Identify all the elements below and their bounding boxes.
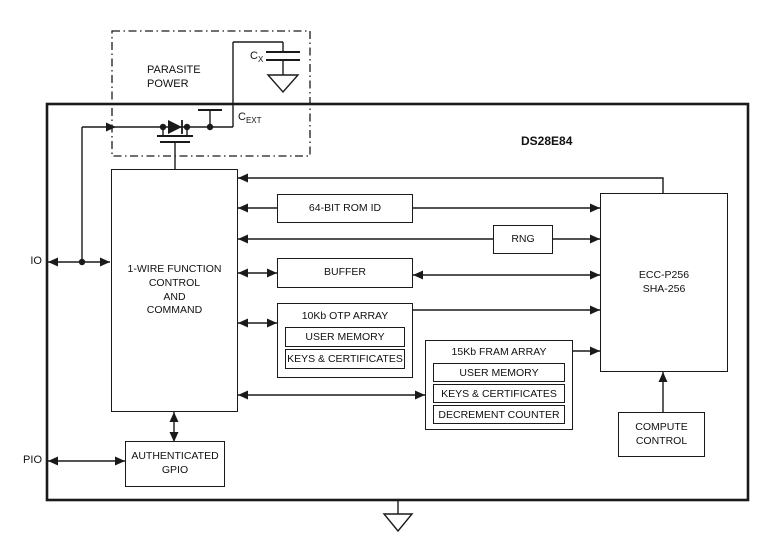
- cx-branch-wire: [232, 41, 283, 127]
- io-wire: [48, 127, 110, 267]
- pio-pin-label: PIO: [23, 454, 42, 466]
- rng-wire: [238, 234, 600, 244]
- diode-icon: [159, 120, 191, 134]
- io-pin-label: IO: [30, 255, 42, 267]
- block-onewire-function-control: 1-WIRE FUNCTION CONTROL AND COMMAND: [111, 169, 238, 412]
- fram-user-memory: USER MEMORY: [433, 363, 565, 382]
- block-buffer: BUFFER: [277, 258, 413, 288]
- parasite-power-boundary: [111, 30, 311, 157]
- block-rom-id: 64-BIT ROM ID: [277, 194, 413, 223]
- mosfet-icon: [157, 127, 193, 169]
- ground-icon-bottom: [382, 500, 414, 533]
- cext-cap-base: C: [238, 111, 246, 123]
- chip-name: DS28E84: [521, 134, 573, 148]
- cext-cap-label: CEXT: [238, 111, 262, 125]
- cx-cap-label: CX: [250, 50, 263, 64]
- cx-cap-base: C: [250, 50, 258, 62]
- buffer-wire: [238, 268, 600, 280]
- otp-user-memory: USER MEMORY: [285, 327, 405, 347]
- otp-array-title: 10Kb OTP ARRAY: [301, 309, 389, 322]
- ground-icon-cx: [266, 74, 300, 94]
- capacitor-cx-icon: [266, 42, 300, 75]
- rom-id-wire: [238, 203, 600, 213]
- block-compute-control: COMPUTE CONTROL: [618, 412, 705, 457]
- block-authenticated-gpio: AUTHENTICATED GPIO: [125, 441, 225, 487]
- block-rng: RNG: [493, 225, 553, 254]
- cext-cap-sub: EXT: [245, 116, 262, 126]
- fram-wire: [238, 346, 600, 400]
- parasite-power-label: PARASITE POWER: [147, 64, 201, 90]
- otp-wire: [238, 305, 600, 328]
- otp-keys-certificates: KEYS & CERTIFICATES: [285, 349, 405, 369]
- pio-wire: [48, 456, 125, 466]
- block-ecc-sha: ECC-P256 SHA-256: [600, 193, 728, 372]
- fram-decrement-counter: DECREMENT COUNTER: [433, 405, 565, 424]
- compute-control-wire: [658, 372, 668, 412]
- capacitor-cext-icon: [198, 109, 222, 131]
- block-otp-array: 10Kb OTP ARRAY USER MEMORY KEYS & CERTIF…: [277, 303, 413, 378]
- ecc-feedback-wire: [238, 173, 664, 193]
- fram-array-title: 15Kb FRAM ARRAY: [451, 346, 547, 358]
- fram-keys-certificates: KEYS & CERTIFICATES: [433, 384, 565, 403]
- cx-cap-sub: X: [257, 55, 264, 65]
- block-fram-array: 15Kb FRAM ARRAY USER MEMORY KEYS & CERTI…: [425, 340, 573, 430]
- gpio-link-wire: [169, 412, 179, 442]
